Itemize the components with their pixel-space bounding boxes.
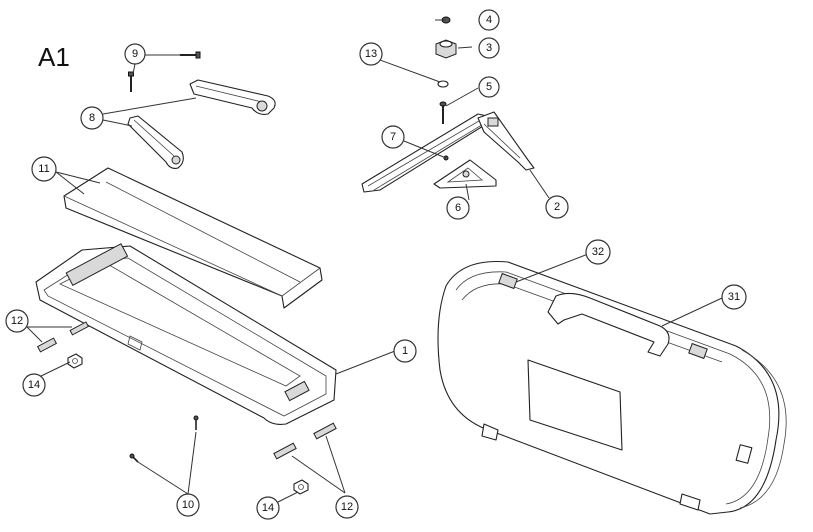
part-12-pins-left xyxy=(36,321,90,353)
part-13-washer xyxy=(437,80,449,88)
part-12-pins-bottom xyxy=(273,422,337,460)
svg-text:11: 11 xyxy=(38,163,49,175)
svg-text:8: 8 xyxy=(89,112,95,124)
svg-text:10: 10 xyxy=(182,499,194,511)
callout-10: 10 xyxy=(176,493,200,517)
svg-text:9: 9 xyxy=(132,48,138,60)
svg-text:1: 1 xyxy=(402,345,408,357)
part-1-base-tray xyxy=(35,243,337,425)
svg-text:6: 6 xyxy=(455,202,461,214)
part-7-rail xyxy=(361,113,497,193)
callout-6: 6 xyxy=(446,196,470,220)
svg-text:31: 31 xyxy=(728,291,740,303)
svg-text:3: 3 xyxy=(486,42,492,54)
callout-5: 5 xyxy=(478,76,500,98)
part-14-nut-bottom xyxy=(293,479,309,495)
callout-11: 11 xyxy=(31,156,57,182)
svg-text:2: 2 xyxy=(554,201,560,213)
part-3-knob xyxy=(435,39,457,59)
svg-text:5: 5 xyxy=(486,81,492,93)
callout-13: 13 xyxy=(359,42,383,66)
callout-32: 32 xyxy=(585,239,611,265)
part-31-carry-case xyxy=(437,260,787,515)
part-6-triangle-square xyxy=(433,159,497,189)
callout-14-left: 14 xyxy=(22,373,46,397)
part-8-arm-lower xyxy=(127,115,184,169)
svg-text:32: 32 xyxy=(592,246,604,258)
part-11-top-plate xyxy=(63,167,323,309)
callout-7: 7 xyxy=(381,125,405,149)
part-10-screws xyxy=(129,415,199,463)
leader-lines xyxy=(26,19,723,503)
callout-9: 9 xyxy=(124,43,146,65)
part-14-nut-left xyxy=(67,353,83,369)
part-2-bracket xyxy=(477,111,535,171)
callout-12-left: 12 xyxy=(5,309,29,333)
svg-text:12: 12 xyxy=(341,501,353,513)
callout-4: 4 xyxy=(478,9,500,31)
svg-text:14: 14 xyxy=(28,379,40,391)
part-5-bolt xyxy=(439,101,447,124)
callout-8: 8 xyxy=(80,106,104,130)
callout-31: 31 xyxy=(721,284,747,310)
part-8-arm-upper xyxy=(189,79,276,115)
callout-2: 2 xyxy=(545,195,569,219)
svg-text:14: 14 xyxy=(262,502,274,514)
svg-text:12: 12 xyxy=(11,315,23,327)
svg-text:7: 7 xyxy=(390,131,396,143)
svg-text:13: 13 xyxy=(365,48,377,60)
callout-3: 3 xyxy=(478,37,500,59)
sheet-title: A1 xyxy=(38,42,70,72)
svg-text:4: 4 xyxy=(486,14,492,26)
callout-12-bottom: 12 xyxy=(335,495,359,519)
callout-1: 1 xyxy=(393,339,417,363)
callout-14-bottom: 14 xyxy=(256,496,280,520)
